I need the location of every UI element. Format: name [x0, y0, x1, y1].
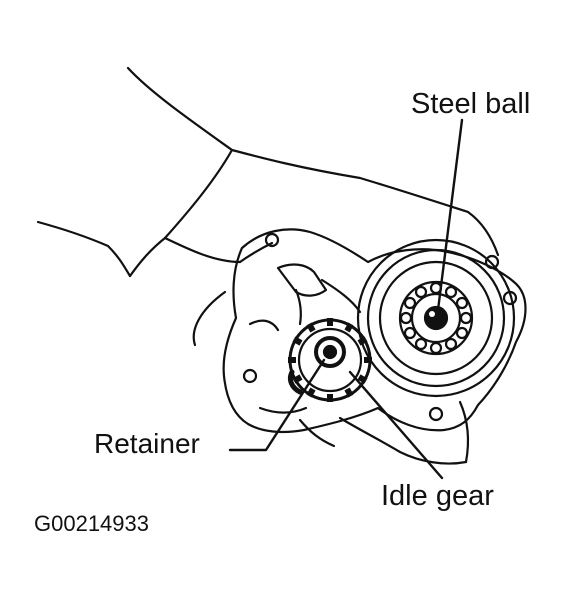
bearing-assembly [356, 238, 516, 398]
retainer [314, 336, 346, 368]
housing-plate [222, 228, 527, 434]
hand-illustration [36, 66, 500, 465]
idle-gear-label: Idle gear [381, 480, 494, 512]
idle-gear [287, 318, 372, 402]
retainer-leader [228, 358, 326, 452]
bearing-balls [399, 281, 473, 355]
steel-ball-label: Steel ball [411, 88, 531, 120]
figure-code: G00214933 [34, 511, 149, 536]
retainer-label: Retainer [94, 428, 200, 459]
steel-ball-leader [436, 118, 464, 312]
idle-gear-leader [348, 370, 444, 480]
steel-ball [423, 305, 449, 331]
leader-lines [228, 118, 464, 480]
